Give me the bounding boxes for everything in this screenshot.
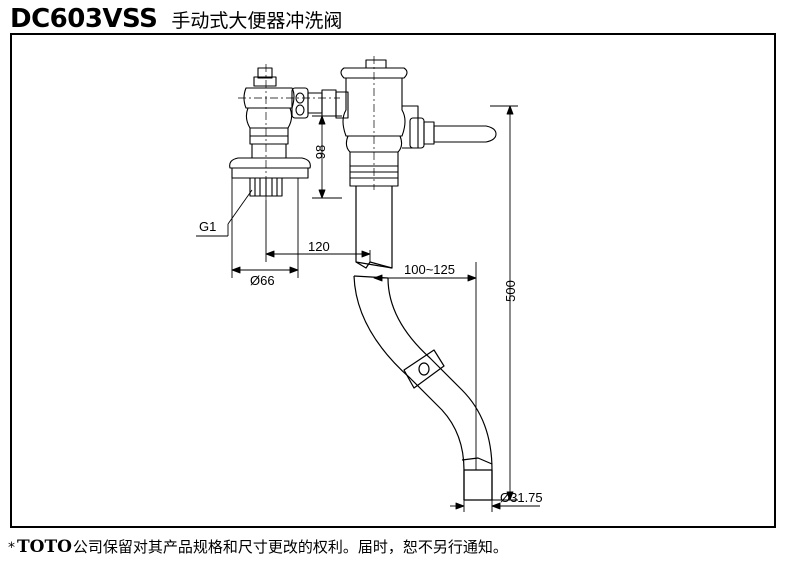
title-bar: DC603VSS 手动式大便器冲洗阀 (10, 4, 342, 34)
footnote-star: * (8, 540, 15, 556)
stop-valve (229, 67, 337, 197)
drawing-frame (10, 33, 776, 528)
disclaimer: * TOTO 公司保留对其产品规格和尺寸更改的权利。届时，恕不另行通知。 (8, 536, 508, 557)
dimension-lines (196, 105, 540, 512)
disclaimer-text: 公司保留对其产品规格和尺寸更改的权利。届时，恕不另行通知。 (72, 538, 508, 556)
dim-98-label: 98 (313, 144, 329, 160)
dim-31-75-label: Ø31.75 (500, 490, 543, 505)
flush-pipe (353, 186, 493, 501)
dim-100-125-label: 100~125 (404, 262, 455, 277)
brand-name: TOTO (17, 537, 72, 557)
dim-66-label: Ø66 (250, 273, 275, 288)
dim-500-label: 500 (502, 280, 518, 302)
dim-120-label: 120 (308, 239, 330, 254)
dim-g1-label: G1 (199, 219, 217, 234)
product-name: 手动式大便器冲洗阀 (171, 10, 343, 32)
flush-valve-body (238, 56, 497, 200)
model-number: DC603VSS (10, 4, 158, 34)
